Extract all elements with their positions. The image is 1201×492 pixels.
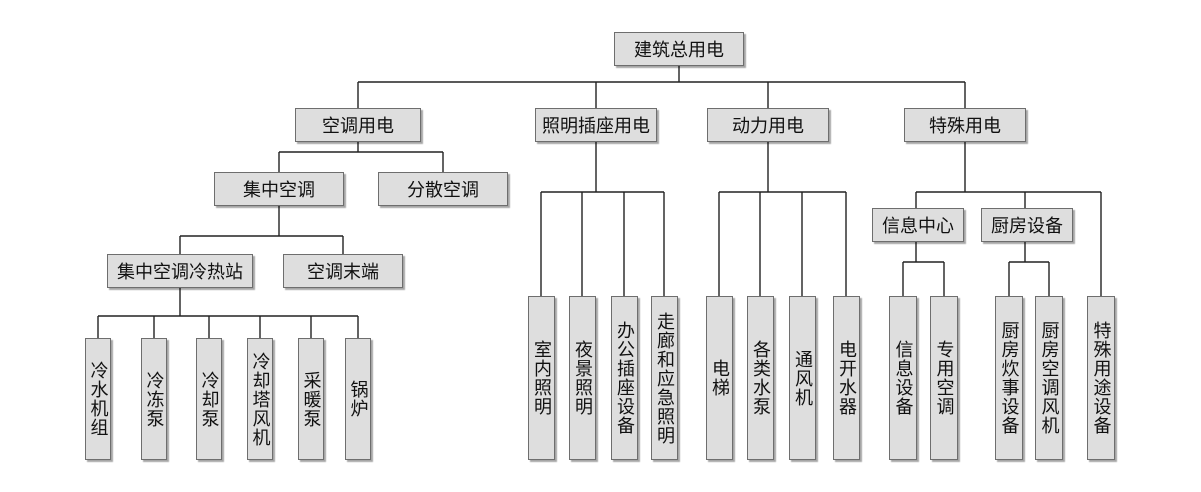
category-special: 特殊用电	[904, 108, 1026, 142]
node-split-ac: 分散空调	[378, 172, 508, 206]
leaf-lighting-item: 室内照明	[528, 296, 555, 460]
category-power: 动力用电	[707, 108, 829, 142]
leaf-special-other: 特殊用途设备	[1087, 296, 1115, 460]
leaf-ac-plant-item: 锅炉	[345, 338, 371, 460]
leaf-lighting-item: 办公插座设备	[611, 296, 638, 460]
leaf-power-item: 电梯	[706, 296, 733, 460]
node-central-ac: 集中空调	[214, 172, 344, 206]
category-ac: 空调用电	[295, 108, 421, 142]
leaf-ac-plant-item: 冷却塔风机	[247, 338, 273, 460]
leaf-ac-plant-item: 冷水机组	[85, 338, 111, 460]
leaf-lighting-item: 夜景照明	[569, 296, 596, 460]
leaf-info-item: 信息设备	[889, 296, 917, 460]
leaf-ac-plant-item: 冷冻泵	[141, 338, 167, 460]
leaf-power-item: 电开水器	[833, 296, 860, 460]
node-info-center: 信息中心	[872, 208, 964, 242]
leaf-info-item: 专用空调	[930, 296, 958, 460]
leaf-kitchen-item: 厨房空调风机	[1035, 296, 1063, 460]
leaf-lighting-item: 走廊和应急照明	[651, 296, 678, 460]
node-ac-plant: 集中空调冷热站	[107, 254, 253, 288]
node-ac-terminal: 空调末端	[283, 254, 403, 288]
leaf-kitchen-item: 厨房炊事设备	[995, 296, 1023, 460]
leaf-ac-plant-item: 采暖泵	[298, 338, 324, 460]
category-lighting: 照明插座用电	[535, 108, 657, 142]
leaf-power-item: 各类水泵	[747, 296, 774, 460]
leaf-power-item: 通风机	[789, 296, 816, 460]
leaf-ac-plant-item: 冷却泵	[196, 338, 222, 460]
root-node: 建筑总用电	[614, 32, 744, 66]
node-kitchen: 厨房设备	[981, 208, 1073, 242]
